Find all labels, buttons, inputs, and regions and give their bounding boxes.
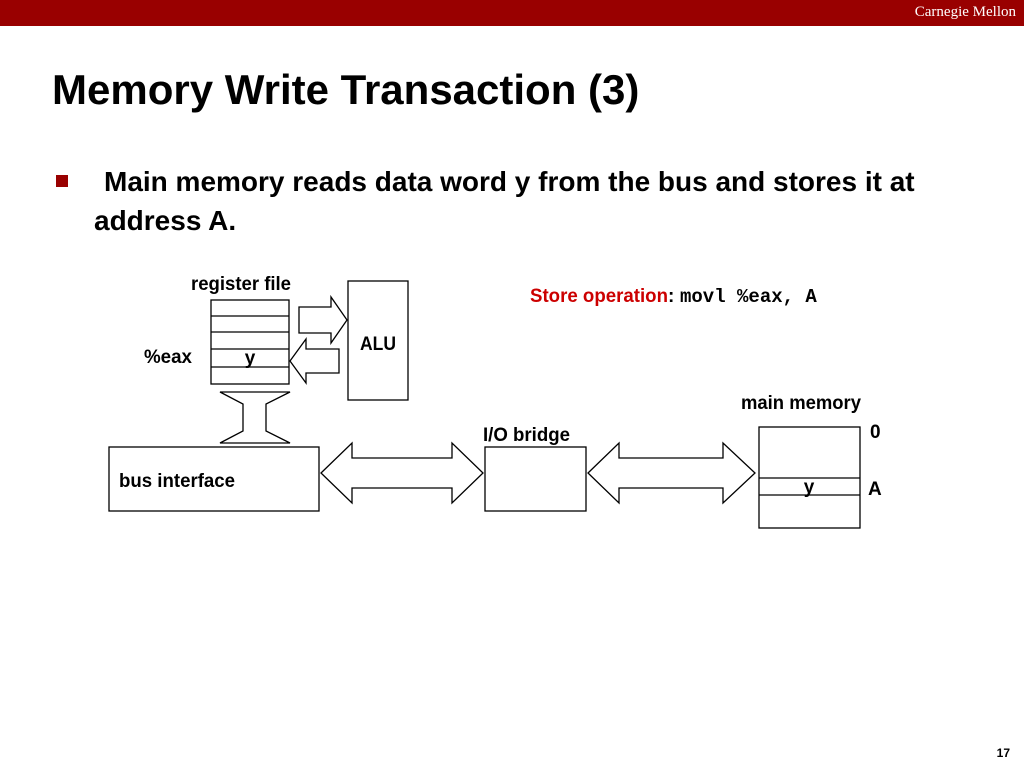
bullet-square-icon <box>56 175 68 187</box>
io-bridge-box <box>484 446 587 512</box>
alu-label: ALU <box>360 334 396 355</box>
address-a-label: A <box>868 479 882 500</box>
header-bar: Carnegie Mellon <box>0 0 1024 26</box>
eax-value: y <box>245 348 256 369</box>
io-bridge-label: I/O bridge <box>483 425 570 446</box>
register-to-alu-arrow-icon <box>298 294 348 346</box>
bullet-text: Main memory reads data word y from the b… <box>94 166 915 236</box>
bus-interface-label: bus interface <box>119 471 235 492</box>
main-memory-label: main memory <box>741 393 861 414</box>
bus-interface-box <box>108 446 320 512</box>
alu-box <box>347 280 409 401</box>
store-instruction: movl %eax, A <box>680 286 817 308</box>
store-operation-colon: : <box>668 286 674 307</box>
alu-to-register-arrow-icon <box>289 337 340 385</box>
page-number: 17 <box>996 746 1010 760</box>
bus-to-bridge-double-arrow-icon <box>320 441 484 505</box>
eax-label: %eax <box>144 347 192 368</box>
slide-title: Memory Write Transaction (3) <box>52 66 640 113</box>
vertical-double-arrow-icon <box>219 391 291 444</box>
bridge-to-memory-double-arrow-icon <box>587 441 756 505</box>
register-file-label: register file <box>191 274 291 295</box>
register-file-box <box>210 299 290 385</box>
brand-name: Carnegie Mellon <box>914 4 1016 20</box>
address-zero-label: 0 <box>870 422 881 443</box>
store-operation-label: Store operation <box>530 286 668 307</box>
memory-value: y <box>804 477 815 498</box>
